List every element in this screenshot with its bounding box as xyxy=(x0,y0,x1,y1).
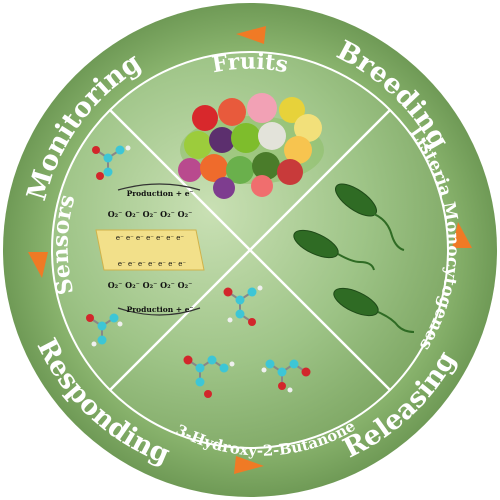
sensor-caption-top: Production + e⁻ xyxy=(127,189,194,198)
molecule xyxy=(183,355,235,398)
bacterium xyxy=(335,183,405,251)
quadrant-title-fruits: Fruits xyxy=(210,49,290,79)
sensor-oxygen-row-bottom: O₂⁻ O₂⁻ O₂⁻ O₂⁻ O₂⁻ xyxy=(108,280,193,290)
molecule xyxy=(86,313,123,347)
cycle-arrow-top xyxy=(236,26,266,44)
molecule xyxy=(223,285,263,326)
sensor-electron-row-bottom: e⁻ e⁻ e⁻ e⁻ e⁻ e⁻ e⁻ xyxy=(118,260,187,268)
cycle-arrow-right xyxy=(452,222,472,248)
cycle-arrow-left xyxy=(28,252,48,278)
cycle-arrow-bottom xyxy=(234,456,264,474)
bacteria-illustration xyxy=(293,183,415,333)
molecule xyxy=(92,145,131,180)
svg-text:Fruits: Fruits xyxy=(210,49,290,79)
sensor-schematic: Production + e⁻ O₂⁻ O₂⁻ O₂⁻ O₂⁻ O₂⁻ e⁻ e… xyxy=(95,183,205,316)
sensor-caption-bottom: Production + e⁻ xyxy=(127,305,194,314)
fruits-illustration xyxy=(178,93,324,199)
bacterium xyxy=(293,229,375,271)
sensor-electron-row-top: e⁻ e⁻ e⁻ e⁻ e⁻ e⁻ e⁻ xyxy=(116,234,185,242)
bacterium xyxy=(333,287,415,333)
molecule xyxy=(261,359,311,393)
sensor-oxygen-row-top: O₂⁻ O₂⁻ O₂⁻ O₂⁻ O₂⁻ xyxy=(108,209,193,219)
divider-line xyxy=(109,109,391,391)
